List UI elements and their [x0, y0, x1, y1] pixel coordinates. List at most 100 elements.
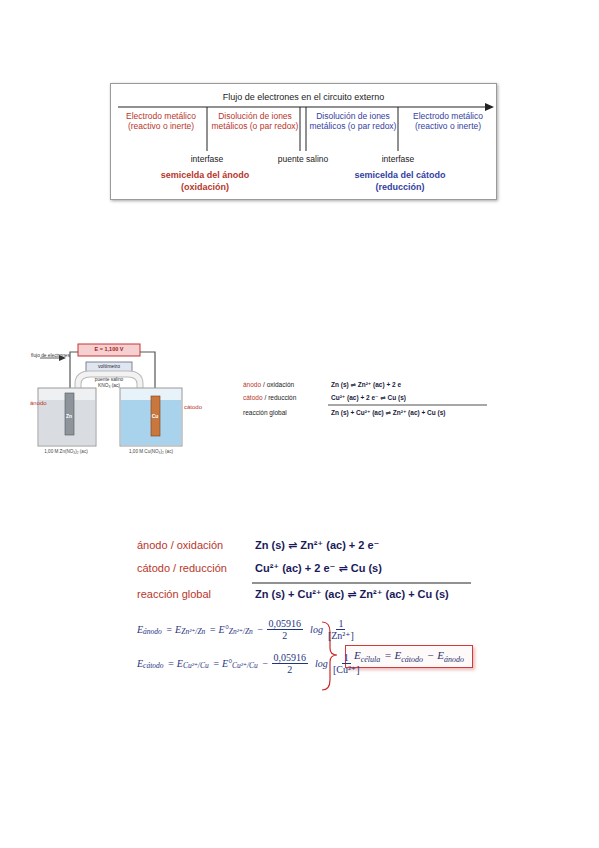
interface-line: [207, 107, 208, 151]
half-cell-label: (reducción): [375, 183, 424, 193]
label-holder: 1,00 M Zn(NO₃)₂ (ac): [44, 449, 87, 454]
subscript: célula: [361, 655, 381, 664]
label-holder: interfase: [382, 155, 415, 164]
label-holder: / oxidación: [263, 381, 294, 388]
label-holder: cátodo / reducción: [137, 562, 227, 574]
label-holder: puente salino: [95, 377, 124, 382]
label-holder: Cu²⁺ (ac) + 2 e⁻ ⇌ Cu (s): [331, 394, 406, 401]
illustration-label: KNO₃ (ac): [98, 383, 120, 388]
subscript: ánodo: [444, 655, 464, 664]
equation-role: cátodo: [243, 394, 263, 401]
label-holder: (reducción): [375, 183, 424, 193]
label-holder: puente salino: [278, 155, 329, 164]
equation-text: −: [257, 624, 264, 635]
global-reaction: Zn (s) + Cu²⁺ (ac) ⇌ Zn²⁺ (ac) + Cu (s): [255, 588, 449, 600]
salt-bridge-line: [300, 107, 301, 151]
subscript: Zn²⁺/Zn: [229, 627, 253, 636]
figure-frame: Flujo de electrones en el circuito exter…: [110, 83, 497, 200]
label-holder: cátodo: [184, 404, 202, 411]
label-holder: semicelda del ánodo: [161, 171, 250, 181]
label-holder: 1,00 M Cu(NO₃)₂ (ac): [129, 449, 173, 454]
interface-label: interfase: [382, 155, 415, 164]
label-holder: Zn (s) + Cu²⁺ (ac) ⇌ Zn²⁺ (ac) + Cu (s): [255, 588, 449, 600]
numerator: 0,05916: [267, 618, 304, 630]
subscript: Cu²⁺/Cu: [183, 661, 209, 670]
label-holder: interfase: [191, 155, 224, 164]
solution-label: 1,00 M Cu(NO₃)₂ (ac): [129, 449, 173, 454]
electron-flow-arrow: [118, 106, 486, 107]
numerator: 0,05916: [272, 652, 309, 664]
column-band: Disolución de iones metálicos (o par red…: [308, 112, 398, 146]
half-reaction: Cu²⁺ (ac) + 2 e⁻ ⇌ Cu (s): [331, 394, 406, 401]
solution-label: 1,00 M Zn(NO₃)₂ (ac): [44, 449, 87, 454]
column-text: Disolución de iones metálicos (o par red…: [210, 112, 300, 132]
label-holder: Zn: [66, 414, 72, 420]
electrode-symbol: Cu: [152, 414, 159, 420]
equation-role: / oxidación: [263, 381, 294, 388]
label-holder: ánodo: [243, 381, 261, 388]
salt-bridge-line: [306, 107, 307, 151]
label-holder: Zn (s) + Cu²⁺ (ac) ⇌ Zn²⁺ (ac) + Cu (s): [331, 409, 446, 416]
half-cell-label: (oxidación): [181, 183, 229, 193]
subscript: ánodo: [143, 627, 162, 636]
column-band: Electrodo metálico (reactivo o inerte): [401, 112, 495, 146]
interface-line: [398, 107, 399, 151]
equation-role: ánodo / oxidación: [137, 539, 223, 551]
label-holder: / reducción: [265, 394, 297, 401]
label-holder: KNO₃ (ac): [98, 383, 120, 388]
equation-text: log: [310, 624, 323, 635]
electrode-label: cátodo: [184, 404, 202, 411]
equation-role: reacción global: [137, 588, 211, 600]
equation-text: = E°: [213, 658, 232, 669]
label-holder: Cu: [152, 414, 159, 420]
half-reaction: Cu²⁺ (ac) + 2 e⁻ ⇌ Cu (s): [255, 562, 382, 574]
galvanic-cell-illustration: [38, 344, 182, 446]
label-holder: (oxidación): [181, 183, 229, 193]
electrode-label: ánodo: [30, 400, 47, 407]
denominator: [Cu²⁺]: [331, 664, 362, 675]
column-text: Disolución de iones metálicos (o par red…: [308, 112, 398, 132]
equation-role: cátodo / reducción: [137, 562, 227, 574]
arrow-head: [485, 103, 494, 111]
label-holder: voltímetro: [98, 364, 120, 370]
subscript: cátodo: [143, 661, 163, 670]
label-holder: semicelda del cátodo: [354, 171, 445, 181]
half-cell-label: semicelda del ánodo: [161, 171, 250, 181]
equation-text: = E: [166, 624, 181, 635]
half-reaction: Zn (s) ⇌ Zn²⁺ (ac) + 2 e: [331, 381, 401, 388]
label-holder: ánodo / oxidación: [137, 539, 223, 551]
label-holder: E = 1,100 V: [95, 346, 124, 352]
denominator: 2: [280, 630, 289, 641]
equation-text: log: [315, 658, 328, 669]
label-holder: Cu²⁺ (ac) + 2 e⁻ ⇌ Cu (s): [255, 562, 382, 574]
fraction: 1[Zn²⁺]: [326, 618, 356, 641]
equation-text: −: [262, 658, 269, 669]
column-text: Electrodo metálico (reactivo o inerte): [401, 112, 495, 132]
nernst-equation: Eánodo= EZn²⁺/Zn= E°Zn²⁺/Zn−0,059162log1…: [137, 618, 359, 641]
label-holder: cátodo: [243, 394, 263, 401]
equation-role: ánodo: [243, 381, 261, 388]
salt-bridge-label: puente salino: [278, 155, 329, 164]
label-holder: reacción global: [137, 588, 211, 600]
figure-title: Flujo de electrones en el circuito exter…: [111, 92, 496, 102]
fraction: 1[Cu²⁺]: [331, 652, 362, 675]
equation-text: = E°: [209, 624, 228, 635]
fraction: 0,059162: [267, 618, 304, 641]
illustration-label: puente salino: [95, 377, 124, 382]
numerator: 1: [336, 618, 345, 630]
nernst-equation: Ecátodo= ECu²⁺/Cu= E°Cu²⁺/Cu−0,059162log…: [137, 652, 364, 675]
fraction: 0,059162: [272, 652, 309, 675]
global-reaction: Zn (s) + Cu²⁺ (ac) ⇌ Zn²⁺ (ac) + Cu (s): [331, 409, 446, 416]
subscript: cátodo: [401, 655, 423, 664]
denominator: [Zn²⁺]: [326, 630, 356, 641]
half-reaction: Zn (s) ⇌ Zn²⁺ (ac) + 2 e⁻: [255, 539, 379, 551]
denominator: 2: [285, 664, 294, 675]
formula-box: Ecélula= Ecátodo− Eánodo: [345, 645, 473, 668]
electrode-symbol: Zn: [66, 414, 72, 420]
label-holder: flujo de electrones: [31, 353, 70, 358]
formula-text: − E: [427, 649, 444, 661]
sum-line: [252, 583, 471, 584]
numerator: 1: [342, 652, 351, 664]
column-band: Electrodo metálico (reactivo o inerte): [115, 112, 207, 146]
half-cell-label: semicelda del cátodo: [354, 171, 445, 181]
